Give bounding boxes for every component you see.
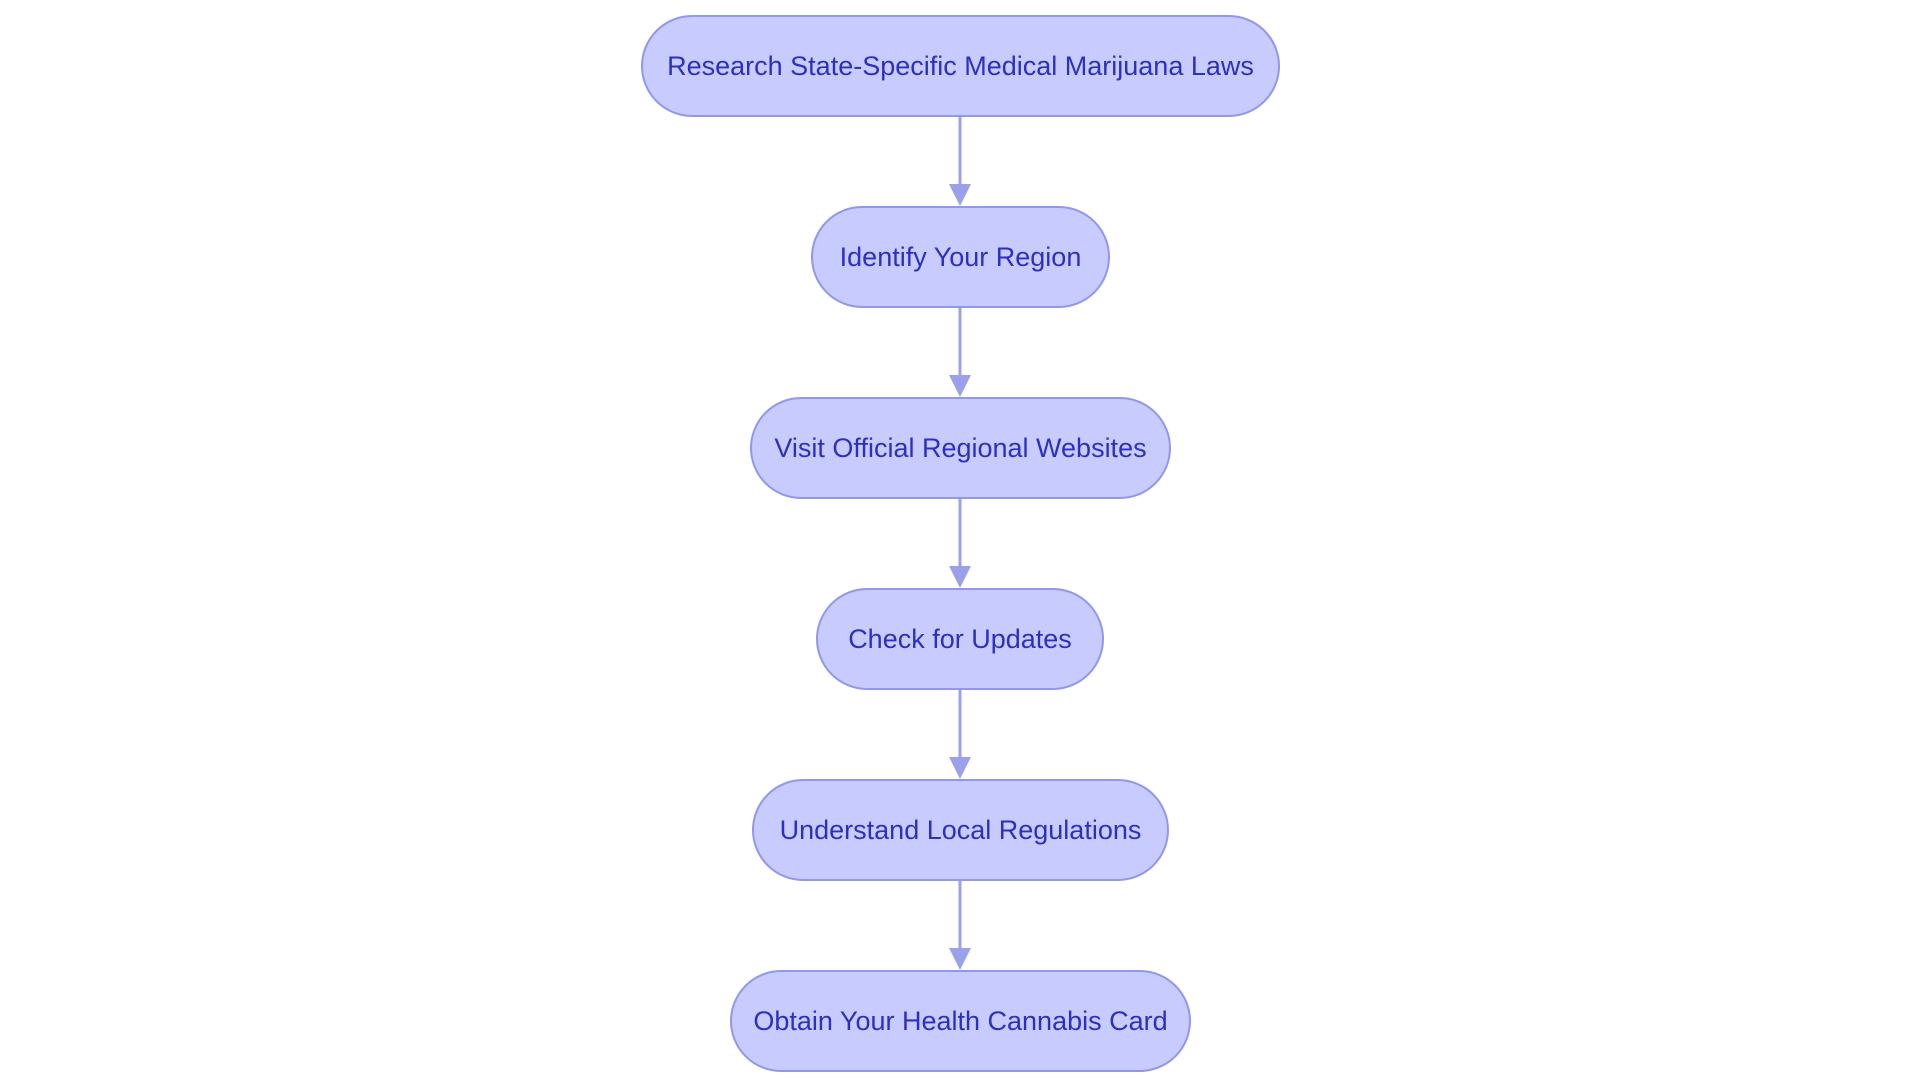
node-label: Research State-Specific Medical Marijuan…: [667, 50, 1254, 81]
node-obtain-card: Obtain Your Health Cannabis Card: [730, 970, 1191, 1072]
node-understand-regulations: Understand Local Regulations: [752, 779, 1169, 881]
node-label: Identify Your Region: [839, 241, 1082, 272]
node-visit-websites: Visit Official Regional Websites: [750, 397, 1171, 499]
edge-identify-to-visit: [949, 308, 971, 397]
node-label: Visit Official Regional Websites: [774, 432, 1147, 463]
node-check-updates: Check for Updates: [816, 588, 1104, 690]
node-label: Obtain Your Health Cannabis Card: [753, 1005, 1168, 1036]
node-research-laws: Research State-Specific Medical Marijuan…: [641, 15, 1280, 117]
edge-check-to-understand: [949, 690, 971, 779]
node-label: Check for Updates: [848, 623, 1072, 654]
edge-research-to-identify: [949, 117, 971, 206]
node-identify-region: Identify Your Region: [811, 206, 1110, 308]
edge-understand-to-obtain: [949, 881, 971, 970]
edge-visit-to-check: [949, 499, 971, 588]
node-label: Understand Local Regulations: [779, 814, 1142, 845]
